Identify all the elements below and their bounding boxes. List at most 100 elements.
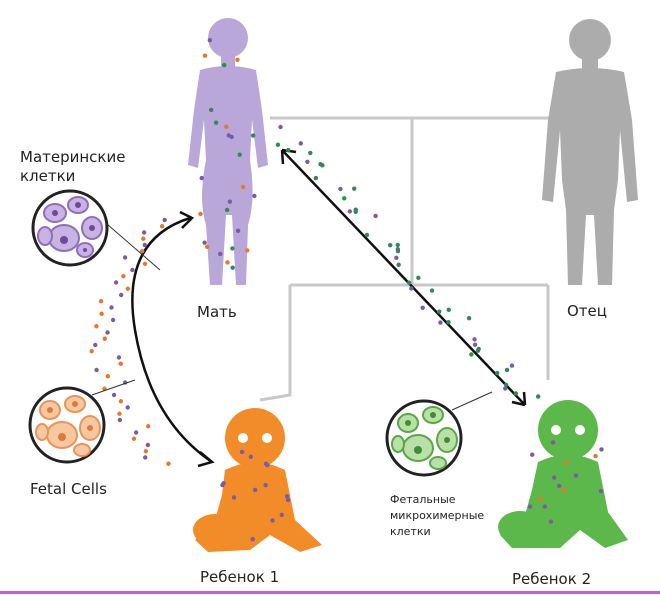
cell-dot — [552, 475, 557, 480]
cell-dot — [130, 267, 135, 273]
cell-dot — [235, 228, 241, 233]
cell-dot — [213, 120, 219, 125]
cell-dot — [564, 460, 569, 465]
cell-dot — [202, 53, 208, 58]
cell-dot — [118, 361, 123, 366]
cell-dot — [225, 260, 230, 265]
cell-dot — [466, 315, 472, 321]
cell-dot — [472, 337, 477, 342]
cell-dot — [308, 150, 313, 156]
cell-dot — [472, 342, 478, 347]
cell-dot — [145, 442, 151, 448]
cell-dot — [503, 382, 509, 388]
cell-dot — [239, 449, 245, 455]
father-label: Отец — [567, 302, 607, 320]
cell-dot — [265, 462, 270, 468]
cell-dot — [202, 240, 207, 245]
cell-dot — [229, 134, 234, 140]
cell-dot — [222, 62, 227, 68]
cell-dot — [111, 392, 117, 398]
cell-dot — [93, 342, 98, 348]
cell-dot — [396, 262, 401, 267]
mother-silhouette — [188, 18, 268, 285]
cell-dot — [118, 292, 124, 298]
cell-dot — [548, 519, 554, 524]
cell-dot — [347, 209, 353, 214]
cell-dot — [235, 57, 240, 63]
cell-dot — [495, 370, 500, 376]
cell-dot — [146, 424, 151, 429]
cell-dot — [113, 280, 119, 285]
cell-dot — [503, 386, 508, 391]
cell-dot — [98, 299, 104, 304]
cell-dot — [286, 147, 291, 153]
cell-dot — [409, 286, 414, 291]
cell-dot — [198, 211, 203, 217]
cell-dot — [121, 274, 126, 279]
cell-dot — [509, 363, 515, 368]
maternal-cells-icon — [31, 189, 161, 271]
cell-dot — [102, 336, 108, 341]
cell-dot — [140, 249, 145, 254]
maternal-cells-label: Материнские клетки — [20, 148, 126, 185]
cell-dot — [437, 309, 442, 314]
cell-dot — [143, 455, 148, 460]
cell-dot — [224, 207, 230, 213]
cell-dot — [250, 536, 255, 542]
cell-dot — [159, 224, 165, 229]
cell-dot — [353, 209, 358, 215]
cell-dot — [231, 495, 237, 500]
cell-dot — [446, 307, 451, 313]
cell-dot — [420, 305, 425, 311]
transfer-arrows — [131, 148, 527, 468]
cell-dot — [248, 454, 254, 459]
cell-dot — [230, 246, 235, 251]
cell-dot — [527, 504, 533, 509]
cell-dot — [446, 320, 451, 325]
cell-dot — [89, 349, 94, 354]
cell-dot — [394, 255, 399, 261]
cell-dot — [406, 280, 412, 285]
cell-dot — [94, 367, 99, 373]
cell-dot — [395, 242, 400, 248]
cell-dot — [263, 483, 268, 488]
cell-dot — [245, 248, 250, 253]
cell-dot — [131, 436, 137, 441]
cell-dot — [338, 186, 343, 192]
cell-dot — [599, 447, 604, 452]
cell-dot — [118, 399, 124, 404]
fetal-cells-icon — [28, 379, 136, 464]
child1-label: Ребенок 1 — [200, 568, 280, 586]
cell-dot — [550, 440, 556, 445]
cell-dot — [230, 265, 235, 270]
cell-dot — [573, 473, 579, 478]
cell-dot — [279, 512, 284, 518]
cell-dot — [416, 275, 421, 281]
cell-dot — [142, 261, 148, 266]
cell-dot — [593, 453, 598, 459]
cell-dot — [237, 152, 242, 157]
cell-dot — [284, 494, 290, 499]
cell-dot — [305, 159, 310, 165]
cell-dot — [142, 242, 147, 248]
cell-dot — [469, 352, 474, 357]
cell-dot — [207, 38, 213, 43]
cell-dot — [320, 163, 325, 168]
bottom-border — [0, 591, 660, 594]
cell-dot — [270, 518, 275, 523]
cell-dot — [141, 230, 147, 235]
cell-dot — [224, 124, 229, 129]
cell-dot — [250, 133, 256, 138]
cell-dot — [109, 305, 114, 310]
cell-dot — [252, 487, 258, 493]
cell-dot — [141, 236, 146, 241]
cell-dot — [475, 348, 481, 353]
fetal-cells-label: Fetal Cells — [30, 480, 107, 498]
cell-dot — [429, 288, 435, 293]
cell-dot — [220, 482, 225, 488]
cell-dot — [542, 504, 547, 509]
cell-dot — [133, 430, 139, 435]
cell-dot — [205, 244, 210, 249]
